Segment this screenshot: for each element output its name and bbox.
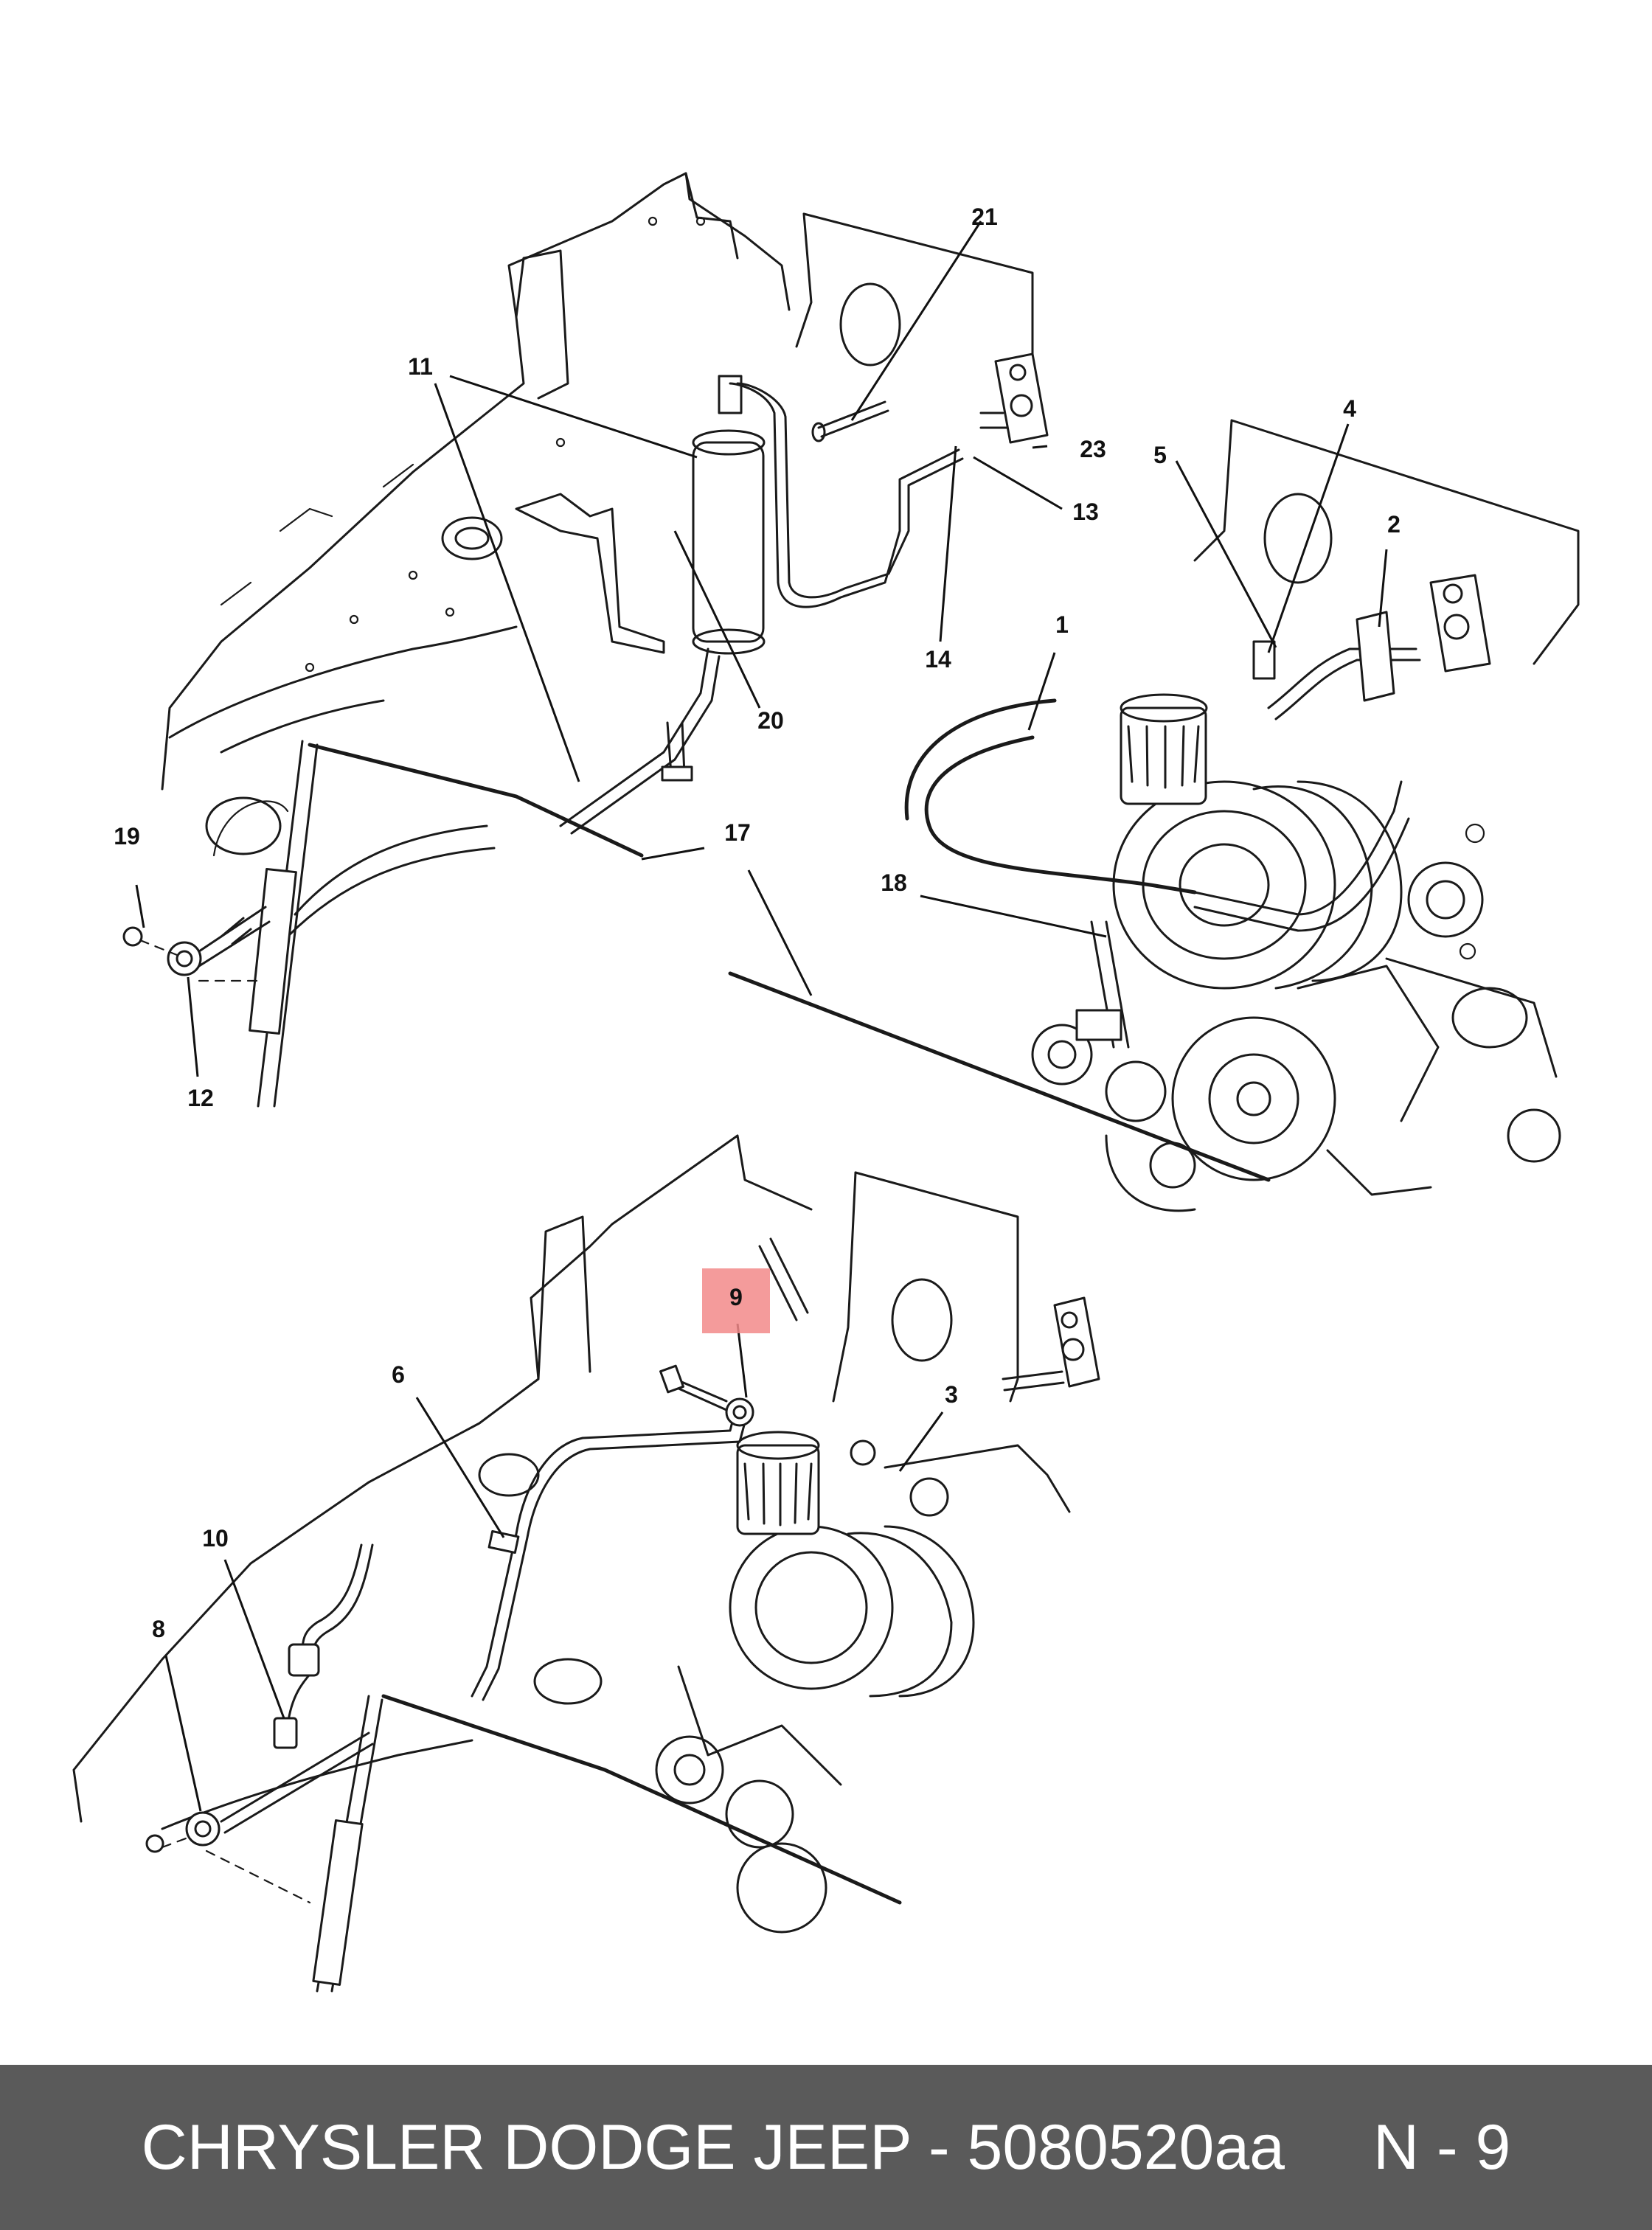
- top-assembly: [122, 172, 1580, 1212]
- callout-18: 18: [881, 869, 907, 896]
- bottom-assembly: [72, 1134, 1100, 1993]
- callout-19: 19: [114, 823, 140, 850]
- callout-10: 10: [202, 1525, 229, 1552]
- footer-page-number: N - 9: [1372, 2111, 1511, 2183]
- fitting-12: [122, 906, 271, 982]
- callout-6: 6: [392, 1361, 405, 1388]
- callout-14: 14: [925, 646, 951, 673]
- callout-21: 21: [971, 204, 998, 230]
- callout-8: 8: [152, 1616, 165, 1642]
- callout-11: 11: [408, 353, 433, 380]
- callout-4: 4: [1343, 395, 1356, 422]
- highlight-box-9: [702, 1268, 770, 1333]
- callout-5: 5: [1153, 442, 1167, 468]
- callout-1: 1: [1055, 611, 1069, 638]
- footer-bar: CHRYSLER DODGE JEEP - 5080520aa N - 9: [0, 2065, 1652, 2230]
- engine-top: [904, 419, 1580, 1212]
- footer-part-number: CHRYSLER DODGE JEEP - 5080520aa: [141, 2111, 1285, 2183]
- callout-20: 20: [757, 707, 784, 734]
- callout-2: 2: [1387, 511, 1401, 538]
- callout-12: 12: [187, 1085, 214, 1111]
- callout-3: 3: [945, 1381, 958, 1408]
- leader-lines: [135, 220, 1388, 1812]
- callout-labels: 21 11 23 13 14 20 5 4 2 1 17 18 19 12 9 …: [114, 204, 1401, 1642]
- callout-9: 9: [729, 1284, 743, 1310]
- accumulator: [692, 375, 964, 655]
- expansion-valve-23: [979, 352, 1049, 444]
- callout-23: 23: [1080, 436, 1106, 462]
- callout-13: 13: [1072, 499, 1099, 525]
- callout-17: 17: [724, 819, 751, 846]
- ac-plumbing-diagram: 21 11 23 13 14 20 5 4 2 1 17 18 19 12 9 …: [72, 172, 1580, 1993]
- rivet-holes: [305, 216, 706, 673]
